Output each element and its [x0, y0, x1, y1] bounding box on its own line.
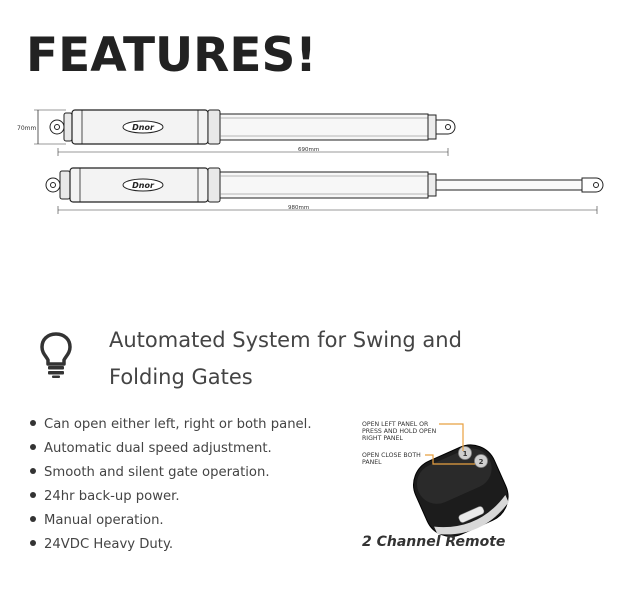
bullet-icon	[30, 420, 36, 426]
list-item: 24VDC Heavy Duty.	[30, 533, 312, 557]
list-item: 24hr back-up power.	[30, 485, 312, 509]
remote-button-2: 2	[479, 458, 484, 466]
bullet-icon	[30, 516, 36, 522]
list-item: Manual operation.	[30, 509, 312, 533]
remote-callout-bottom: OPEN CLOSE BOTH PANEL	[362, 452, 421, 466]
feature-list: Can open either left, right or both pane…	[30, 413, 312, 557]
bullet-icon	[30, 444, 36, 450]
list-item: Automatic dual speed adjustment.	[30, 437, 312, 461]
actuator-long: Dnor 980mm	[45, 167, 604, 214]
actuator-short: 70mm Dnor 690mm	[17, 109, 456, 156]
long-length-label: 980mm	[288, 205, 309, 211]
list-item: Smooth and silent gate operation.	[30, 461, 312, 485]
remote-control-image: 1 2	[413, 423, 509, 537]
long-brand-logo: Dnor	[132, 181, 155, 190]
remote-callout-top: OPEN LEFT PANEL OR PRESS AND HOLD OPEN R…	[362, 421, 437, 442]
remote-button-1: 1	[463, 450, 468, 458]
actuator-diagrams: 70mm Dnor 690mm Dnor	[17, 109, 604, 214]
bullet-icon	[30, 468, 36, 474]
list-item: Can open either left, right or both pane…	[30, 413, 312, 437]
bullet-icon	[30, 492, 36, 498]
short-brand-logo: Dnor	[132, 123, 155, 132]
short-length-label: 690mm	[298, 147, 319, 153]
bullet-icon	[30, 540, 36, 546]
remote-caption: 2 Channel Remote	[362, 534, 506, 550]
page-title: FEATURES!	[26, 28, 317, 83]
lightbulb-icon	[40, 332, 72, 378]
short-height-label: 70mm	[17, 125, 36, 132]
system-heading: Automated System for Swing and Folding G…	[109, 328, 462, 389]
